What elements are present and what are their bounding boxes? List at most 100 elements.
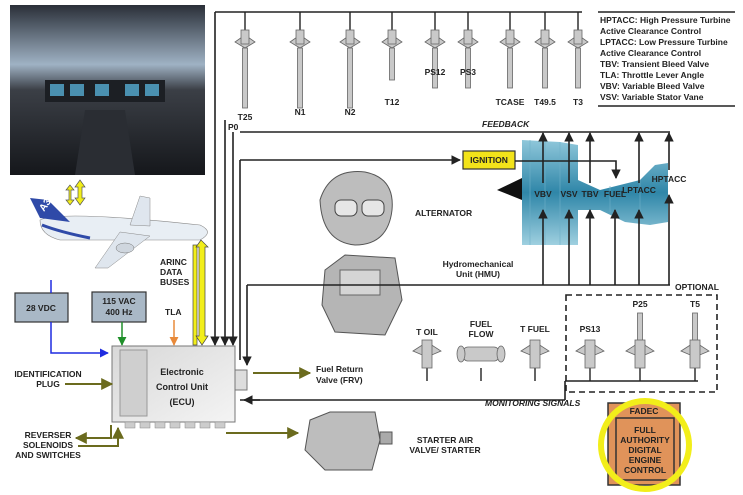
starter-image bbox=[304, 411, 393, 471]
sensor-label: T FUEL bbox=[520, 324, 550, 334]
svg-text:PLUG: PLUG bbox=[36, 379, 60, 389]
sensor-label: T3 bbox=[573, 97, 583, 107]
sensor-label: P25 bbox=[632, 299, 647, 309]
sensor-t-oil: T OIL bbox=[412, 327, 442, 381]
feedback-label: FEEDBACK bbox=[482, 119, 530, 129]
svg-text:REVERSER: REVERSER bbox=[25, 430, 72, 440]
sensor-label: T OIL bbox=[416, 327, 438, 337]
sensor-label: T5 bbox=[690, 299, 700, 309]
engine-labels: VBV VSV TBV FUEL LPTACC HPTACC bbox=[534, 174, 686, 199]
svg-text:Unit (HMU): Unit (HMU) bbox=[456, 269, 500, 279]
svg-text:SOLENOIDS: SOLENOIDS bbox=[23, 440, 73, 450]
sensor-n2: N2 bbox=[339, 12, 361, 117]
arinc-label: ARINC DATA BUSES bbox=[160, 257, 190, 287]
legend-line: HPTACC: High Pressure Turbine bbox=[600, 15, 731, 25]
legend-line: TLA: Throttle Lever Angle bbox=[600, 70, 704, 80]
sensor-label: PS3 bbox=[460, 67, 476, 77]
tla-label: TLA bbox=[165, 307, 182, 317]
ignition-box: IGNITION bbox=[462, 150, 516, 170]
svg-text:BUSES: BUSES bbox=[160, 277, 190, 287]
svg-text:TBV: TBV bbox=[582, 189, 599, 199]
sensor-t-fuel: T FUEL bbox=[520, 324, 550, 381]
sensor-label: T49.5 bbox=[534, 97, 556, 107]
legend-line: VBV: Variable Bleed Valve bbox=[600, 81, 705, 91]
dc-power-line bbox=[50, 322, 109, 358]
svg-text:VBV: VBV bbox=[534, 189, 552, 199]
sensor-label: PS12 bbox=[425, 67, 446, 77]
svg-text:400 Hz: 400 Hz bbox=[106, 307, 133, 317]
svg-text:115 VAC: 115 VAC bbox=[102, 296, 135, 306]
svg-text:STARTER AIR: STARTER AIR bbox=[417, 435, 473, 445]
svg-text:Fuel Return: Fuel Return bbox=[316, 364, 363, 374]
svg-text:AUTHORITY: AUTHORITY bbox=[620, 435, 670, 445]
alternator-image bbox=[319, 171, 393, 246]
engine-image bbox=[497, 140, 668, 245]
sensor-t3: T3 bbox=[567, 12, 589, 107]
svg-text:DIGITAL: DIGITAL bbox=[628, 445, 661, 455]
reverser-label: REVERSER SOLENOIDS AND SWITCHES bbox=[15, 430, 81, 460]
monitoring-signals-label: MONITORING SIGNALS bbox=[485, 398, 581, 408]
power-115vac-box: 115 VAC 400 Hz bbox=[91, 291, 147, 323]
p0-label: P0 bbox=[228, 122, 239, 132]
ecu-feed-lines bbox=[210, 12, 252, 366]
sensor-label: FUEL bbox=[470, 319, 492, 329]
sensor-t5: T5 bbox=[680, 299, 710, 381]
frv-label: Fuel Return Valve (FRV) bbox=[316, 364, 363, 385]
sensor-tcase: TCASE bbox=[496, 12, 525, 107]
svg-text:AND SWITCHES: AND SWITCHES bbox=[15, 450, 81, 460]
sensor-label: FLOW bbox=[468, 329, 494, 339]
sensor-t49-5: T49.5 bbox=[534, 12, 556, 107]
optional-sensor-box bbox=[565, 294, 718, 393]
power-28vdc-box: 28 VDC bbox=[14, 292, 69, 323]
fadec-highlight-circle bbox=[598, 398, 692, 492]
identification-plug-label: IDENTIFICATION PLUG bbox=[14, 369, 81, 389]
svg-text:LPTACC: LPTACC bbox=[622, 185, 656, 195]
svg-text:FADEC: FADEC bbox=[630, 406, 659, 416]
legend-line: VSV: Variable Stator Vane bbox=[600, 92, 704, 102]
alternator-label: ALTERNATOR bbox=[415, 208, 472, 218]
sensor-label: T25 bbox=[238, 112, 253, 122]
svg-text:IGNITION: IGNITION bbox=[470, 155, 508, 165]
svg-text:CONTROL: CONTROL bbox=[624, 465, 666, 475]
starter-label: STARTER AIR VALVE/ STARTER bbox=[409, 435, 480, 455]
svg-text:FULL: FULL bbox=[634, 425, 656, 435]
sensor-label: N2 bbox=[345, 107, 356, 117]
svg-text:Valve (FRV): Valve (FRV) bbox=[316, 375, 363, 385]
legend-line: Active Clearance Control bbox=[600, 26, 701, 36]
legend-line: TBV: Transient Bleed Valve bbox=[600, 59, 709, 69]
svg-text:Control Unit: Control Unit bbox=[156, 382, 208, 392]
hmu-label: Hydromechanical bbox=[443, 259, 514, 269]
engine-actuator-lines bbox=[538, 132, 674, 285]
svg-text:VSV: VSV bbox=[560, 189, 577, 199]
svg-text:HPTACC: HPTACC bbox=[652, 174, 687, 184]
sensor-ps12: PS12 bbox=[424, 12, 446, 89]
svg-text:FUEL: FUEL bbox=[604, 189, 626, 199]
sensor-p25: P25 bbox=[625, 299, 655, 381]
sensor-label: TCASE bbox=[496, 97, 525, 107]
sensor-n1: N1 bbox=[289, 12, 311, 117]
cockpit-link-arrows bbox=[65, 179, 86, 206]
svg-text:DATA: DATA bbox=[160, 267, 182, 277]
svg-text:28 VDC: 28 VDC bbox=[26, 303, 56, 313]
svg-text:IDENTIFICATION: IDENTIFICATION bbox=[14, 369, 81, 379]
fadec-box: FADEC FULL AUTHORITY DIGITAL ENGINE CONT… bbox=[598, 398, 692, 492]
ecu-unit: Electronic Control Unit (ECU) bbox=[111, 345, 248, 429]
legend-line: Active Clearance Control bbox=[600, 48, 701, 58]
sensor-label: T12 bbox=[385, 97, 400, 107]
svg-text:Electronic: Electronic bbox=[160, 367, 204, 377]
svg-text:(ECU): (ECU) bbox=[170, 397, 195, 407]
optional-label: OPTIONAL bbox=[675, 282, 719, 292]
aircraft-image: A318 bbox=[30, 187, 208, 269]
sensor-t12: T12 bbox=[381, 12, 403, 107]
svg-text:ARINC: ARINC bbox=[160, 257, 187, 267]
sensor-label: PS13 bbox=[580, 324, 601, 334]
svg-text:VALVE/ STARTER: VALVE/ STARTER bbox=[409, 445, 480, 455]
arinc-bus-arrows bbox=[192, 239, 209, 346]
svg-text:ENGINE: ENGINE bbox=[629, 455, 662, 465]
legend-line: LPTACC: Low Pressure Turbine bbox=[600, 37, 728, 47]
